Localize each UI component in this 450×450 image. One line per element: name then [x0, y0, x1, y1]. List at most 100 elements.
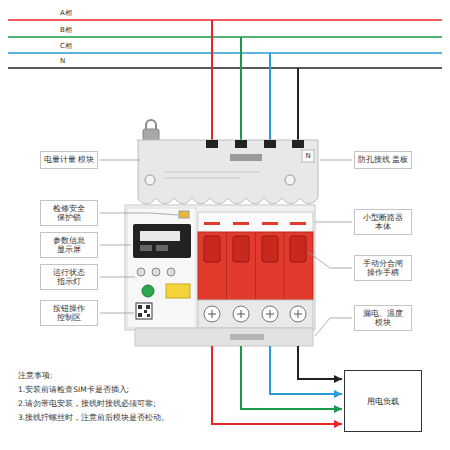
output-wire	[212, 346, 342, 424]
phase-label: N	[60, 57, 65, 65]
meter-cover	[137, 140, 318, 204]
terminal-mark: N	[305, 152, 310, 160]
callout-box: 检修安全 保护锁	[40, 200, 98, 227]
breaker-housing	[179, 211, 189, 218]
breaker-poles	[284, 232, 285, 300]
status-light	[152, 268, 160, 276]
leakage-module	[230, 334, 264, 340]
leakage-module	[135, 328, 313, 346]
bus-line	[8, 36, 442, 38]
meter-cover	[145, 175, 155, 185]
bus-line	[8, 67, 442, 69]
callout-box: 防孔接线 盖板	[354, 151, 412, 168]
breaker-poles	[226, 232, 227, 300]
status-light	[167, 268, 175, 276]
leader-line	[100, 160, 140, 161]
qr-code	[138, 313, 142, 317]
leader-line	[100, 245, 131, 246]
terminal-block	[198, 300, 313, 328]
output-wire	[298, 346, 342, 379]
meter-cover	[206, 140, 218, 148]
phase-label: C相	[60, 42, 72, 50]
breaker-poles	[290, 236, 306, 262]
meter-cover	[264, 140, 276, 148]
leader-line	[100, 277, 135, 278]
callout-text: 参数信息 显示屏	[43, 236, 95, 255]
meter-cover	[302, 150, 314, 162]
breaker-poles	[198, 232, 313, 300]
callout-text: 防孔接线 盖板	[357, 155, 409, 164]
phase-label: A相	[60, 9, 72, 17]
qr-code	[136, 303, 152, 319]
leakage-module	[135, 328, 313, 346]
input-wire	[297, 68, 299, 146]
leader-line	[308, 252, 352, 268]
display-screen	[140, 245, 152, 251]
callout-box: 按钮操作 控制区	[40, 300, 98, 327]
note-line: 3.接线拧螺丝时，注意前后模块是否松动。	[18, 413, 169, 422]
output-wire	[270, 346, 342, 394]
lock-icon	[143, 120, 159, 141]
note-line: 2.请勿带电安装，接线时接线必须可靠;	[18, 399, 156, 408]
display-screen	[156, 245, 168, 251]
breaker-poles	[198, 212, 313, 234]
breaker-poles	[204, 236, 220, 262]
bus-line	[8, 19, 442, 21]
callout-text: 检修安全 保护锁	[43, 204, 95, 223]
leader-line	[315, 318, 352, 336]
meter-cover	[235, 140, 247, 148]
load-box: 用电负载	[344, 370, 422, 432]
callout-box: 小型断路器 本体	[354, 209, 412, 236]
breaker-poles	[198, 212, 313, 300]
output-wire	[212, 346, 342, 424]
meter-cover	[292, 140, 304, 148]
meter-cover	[137, 140, 318, 204]
leader-line	[100, 160, 352, 336]
input-wire	[240, 37, 242, 146]
leader-line	[100, 313, 134, 314]
meter-cover	[285, 175, 295, 185]
callout-box: 参数信息 显示屏	[40, 232, 98, 259]
terminal-block	[208, 310, 302, 318]
note-heading: 注意事项:	[18, 371, 53, 380]
breaker-poles	[233, 222, 249, 225]
breaker-poles	[204, 222, 220, 225]
breaker-poles	[262, 236, 278, 262]
qr-code	[147, 314, 150, 317]
meter-cover	[165, 178, 240, 179]
leader-line	[315, 222, 352, 223]
output-wire	[241, 346, 342, 409]
callout-text: 运行状态 指示灯	[43, 268, 95, 287]
qr-code	[144, 310, 147, 313]
leader-line	[100, 213, 178, 215]
meter-cover	[230, 154, 262, 161]
breaker-housing	[125, 205, 315, 330]
callout-text: 手动分合闸 操作手柄	[357, 259, 409, 278]
load-label: 用电负载	[367, 396, 399, 407]
callout-box: 漏电、温度 模块	[354, 305, 412, 332]
qr-code	[146, 305, 150, 309]
input-wire	[269, 53, 271, 146]
control-button	[142, 285, 154, 297]
breaker-poles	[262, 222, 278, 225]
qr-code	[136, 303, 152, 319]
display-screen	[133, 224, 191, 258]
terminal-block	[198, 300, 313, 328]
control-button	[142, 284, 190, 298]
callout-text: 按钮操作 控制区	[43, 304, 95, 323]
display-screen	[140, 231, 180, 241]
callout-text: 漏电、温度 模块	[357, 309, 409, 328]
callout-box: 运行状态 指示灯	[40, 264, 98, 291]
status-light	[137, 268, 145, 276]
callout-box: 手动分合闸 操作手柄	[354, 255, 412, 282]
breaker-housing	[127, 208, 196, 328]
bus-line	[8, 20, 442, 68]
breaker-poles	[290, 222, 306, 225]
input-wire	[212, 20, 298, 146]
control-button	[166, 284, 190, 298]
leader-line	[320, 160, 352, 161]
lock-icon	[143, 129, 159, 141]
note-line: 1.安装前请检查SIM卡是否插入;	[18, 385, 129, 394]
breaker-poles	[255, 232, 256, 300]
